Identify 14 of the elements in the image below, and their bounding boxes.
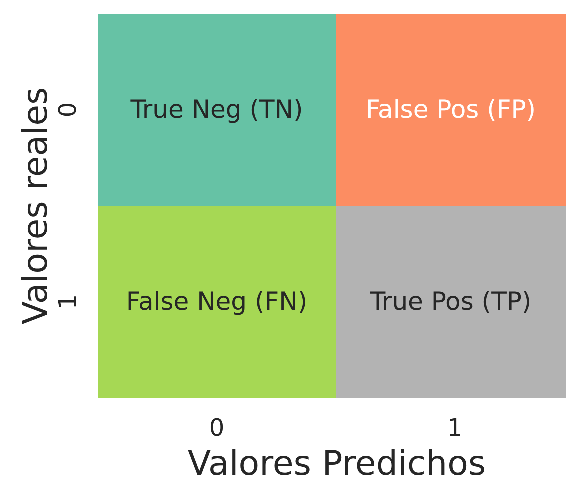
tick-label: 1 — [447, 416, 463, 440]
matrix-cell — [98, 14, 336, 206]
cell-label: True Pos (TP) — [369, 286, 533, 318]
matrix-cell — [336, 14, 566, 206]
matrix-cell — [98, 206, 336, 398]
cell-label: False Pos (FP) — [364, 94, 538, 126]
tick-label: 0 — [209, 416, 225, 440]
cell-label: False Neg (FN) — [125, 286, 309, 318]
axis-title: Valores reales — [19, 87, 53, 325]
cell-label: True Neg (TN) — [130, 94, 304, 126]
axis-title: Valores Predichos — [188, 447, 486, 479]
tick-label: 0 — [56, 102, 80, 118]
tick-label: 1 — [56, 294, 80, 310]
matrix-cell — [336, 206, 566, 398]
